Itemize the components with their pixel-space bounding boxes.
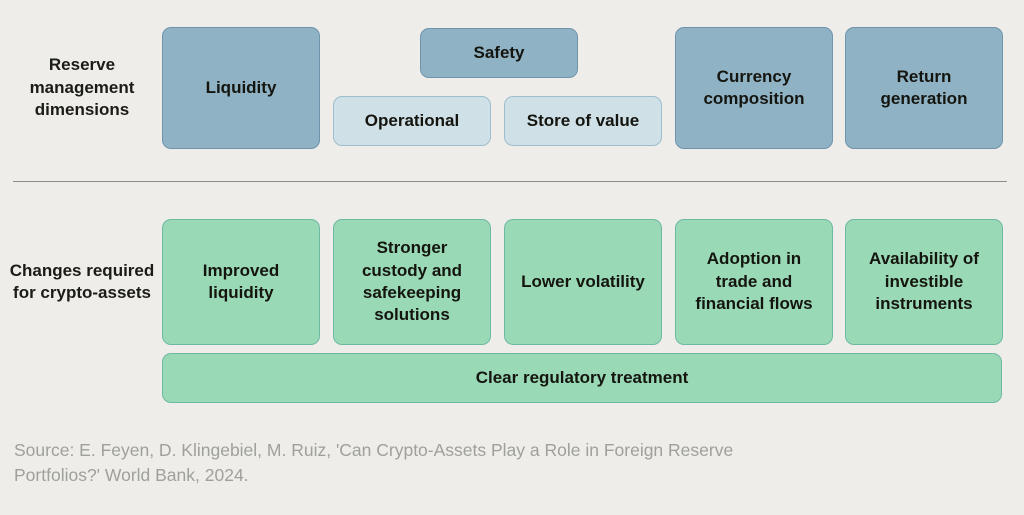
source-citation: Source: E. Feyen, D. Klingebiel, M. Ruiz…: [14, 440, 734, 485]
row-label-reserve-management-dimensions: Reserve management dimensions: [29, 55, 135, 120]
divider: [13, 181, 1007, 182]
box-availability-investible-instruments: Availability of investible instruments: [845, 219, 1003, 345]
box-currency-composition: Currency composition: [675, 27, 833, 149]
box-store-of-value: Store of value: [504, 96, 662, 146]
box-improved-liquidity: Improved liquidity: [162, 219, 320, 345]
box-lower-volatility: Lower volatility: [504, 219, 662, 345]
box-return-generation: Return generation: [845, 27, 1003, 149]
box-clear-regulatory-treatment: Clear regulatory treatment: [162, 353, 1002, 403]
row-label-changes-required-crypto-assets: Changes required for crypto-assets: [9, 260, 155, 302]
box-stronger-custody-safekeeping: Stronger custody and safekeeping solutio…: [333, 219, 491, 345]
box-adoption-trade-financial-flows: Adoption in trade and financial flows: [675, 219, 833, 345]
box-operational: Operational: [333, 96, 491, 146]
box-safety: Safety: [420, 28, 578, 78]
box-liquidity: Liquidity: [162, 27, 320, 149]
